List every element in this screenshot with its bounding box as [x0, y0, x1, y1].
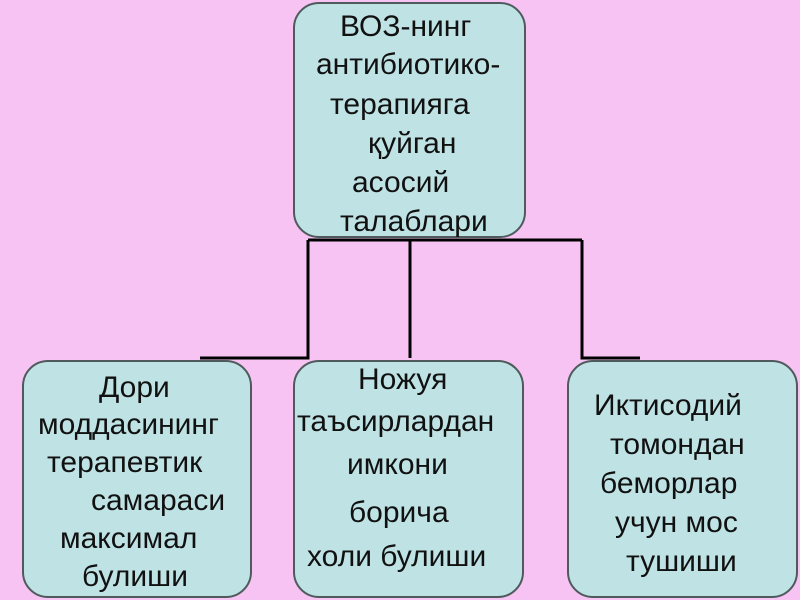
root-line-5: асосий	[352, 166, 450, 199]
right-line-1: Иктисодий	[594, 389, 742, 422]
root-node: ВОЗ-нинг антибиотико- терапияга қуйган а…	[293, 2, 526, 238]
root-line-4: қуйган	[368, 127, 457, 160]
left-line-5: максимал	[60, 522, 198, 555]
child-node-left: Дори моддасининг терапевтик самараси мак…	[22, 360, 252, 598]
center-line-3: имкони	[347, 448, 448, 481]
right-line-4: учун мос	[615, 506, 738, 539]
left-line-4: самараси	[91, 484, 226, 517]
left-line-3: терапевтик	[47, 446, 203, 479]
center-line-1: Ножуя	[358, 363, 448, 396]
center-line-5: холи булиши	[307, 540, 487, 573]
center-line-4: борича	[349, 496, 449, 529]
root-line-3: терапияга	[330, 88, 470, 121]
center-line-2: таъсирлардан	[297, 405, 495, 438]
root-line-2: антибиотико-	[316, 48, 501, 81]
right-line-5: тушиши	[626, 545, 737, 578]
left-line-6: булиши	[82, 560, 188, 593]
child-node-center: Ножуя таъсирлардан имкони борича холи бу…	[293, 360, 524, 598]
child-node-right: Иктисодий томондан беморлар учун мос туш…	[567, 360, 798, 598]
root-line-6: талаблари	[340, 205, 488, 238]
connector-to-left	[200, 240, 310, 360]
right-line-2: томондан	[610, 428, 745, 461]
right-line-3: беморлар	[600, 467, 738, 500]
root-line-1: ВОЗ-нинг	[340, 10, 472, 43]
left-line-1: Дори	[99, 371, 170, 404]
left-line-2: моддасининг	[38, 408, 219, 441]
connector-to-right	[580, 240, 640, 360]
